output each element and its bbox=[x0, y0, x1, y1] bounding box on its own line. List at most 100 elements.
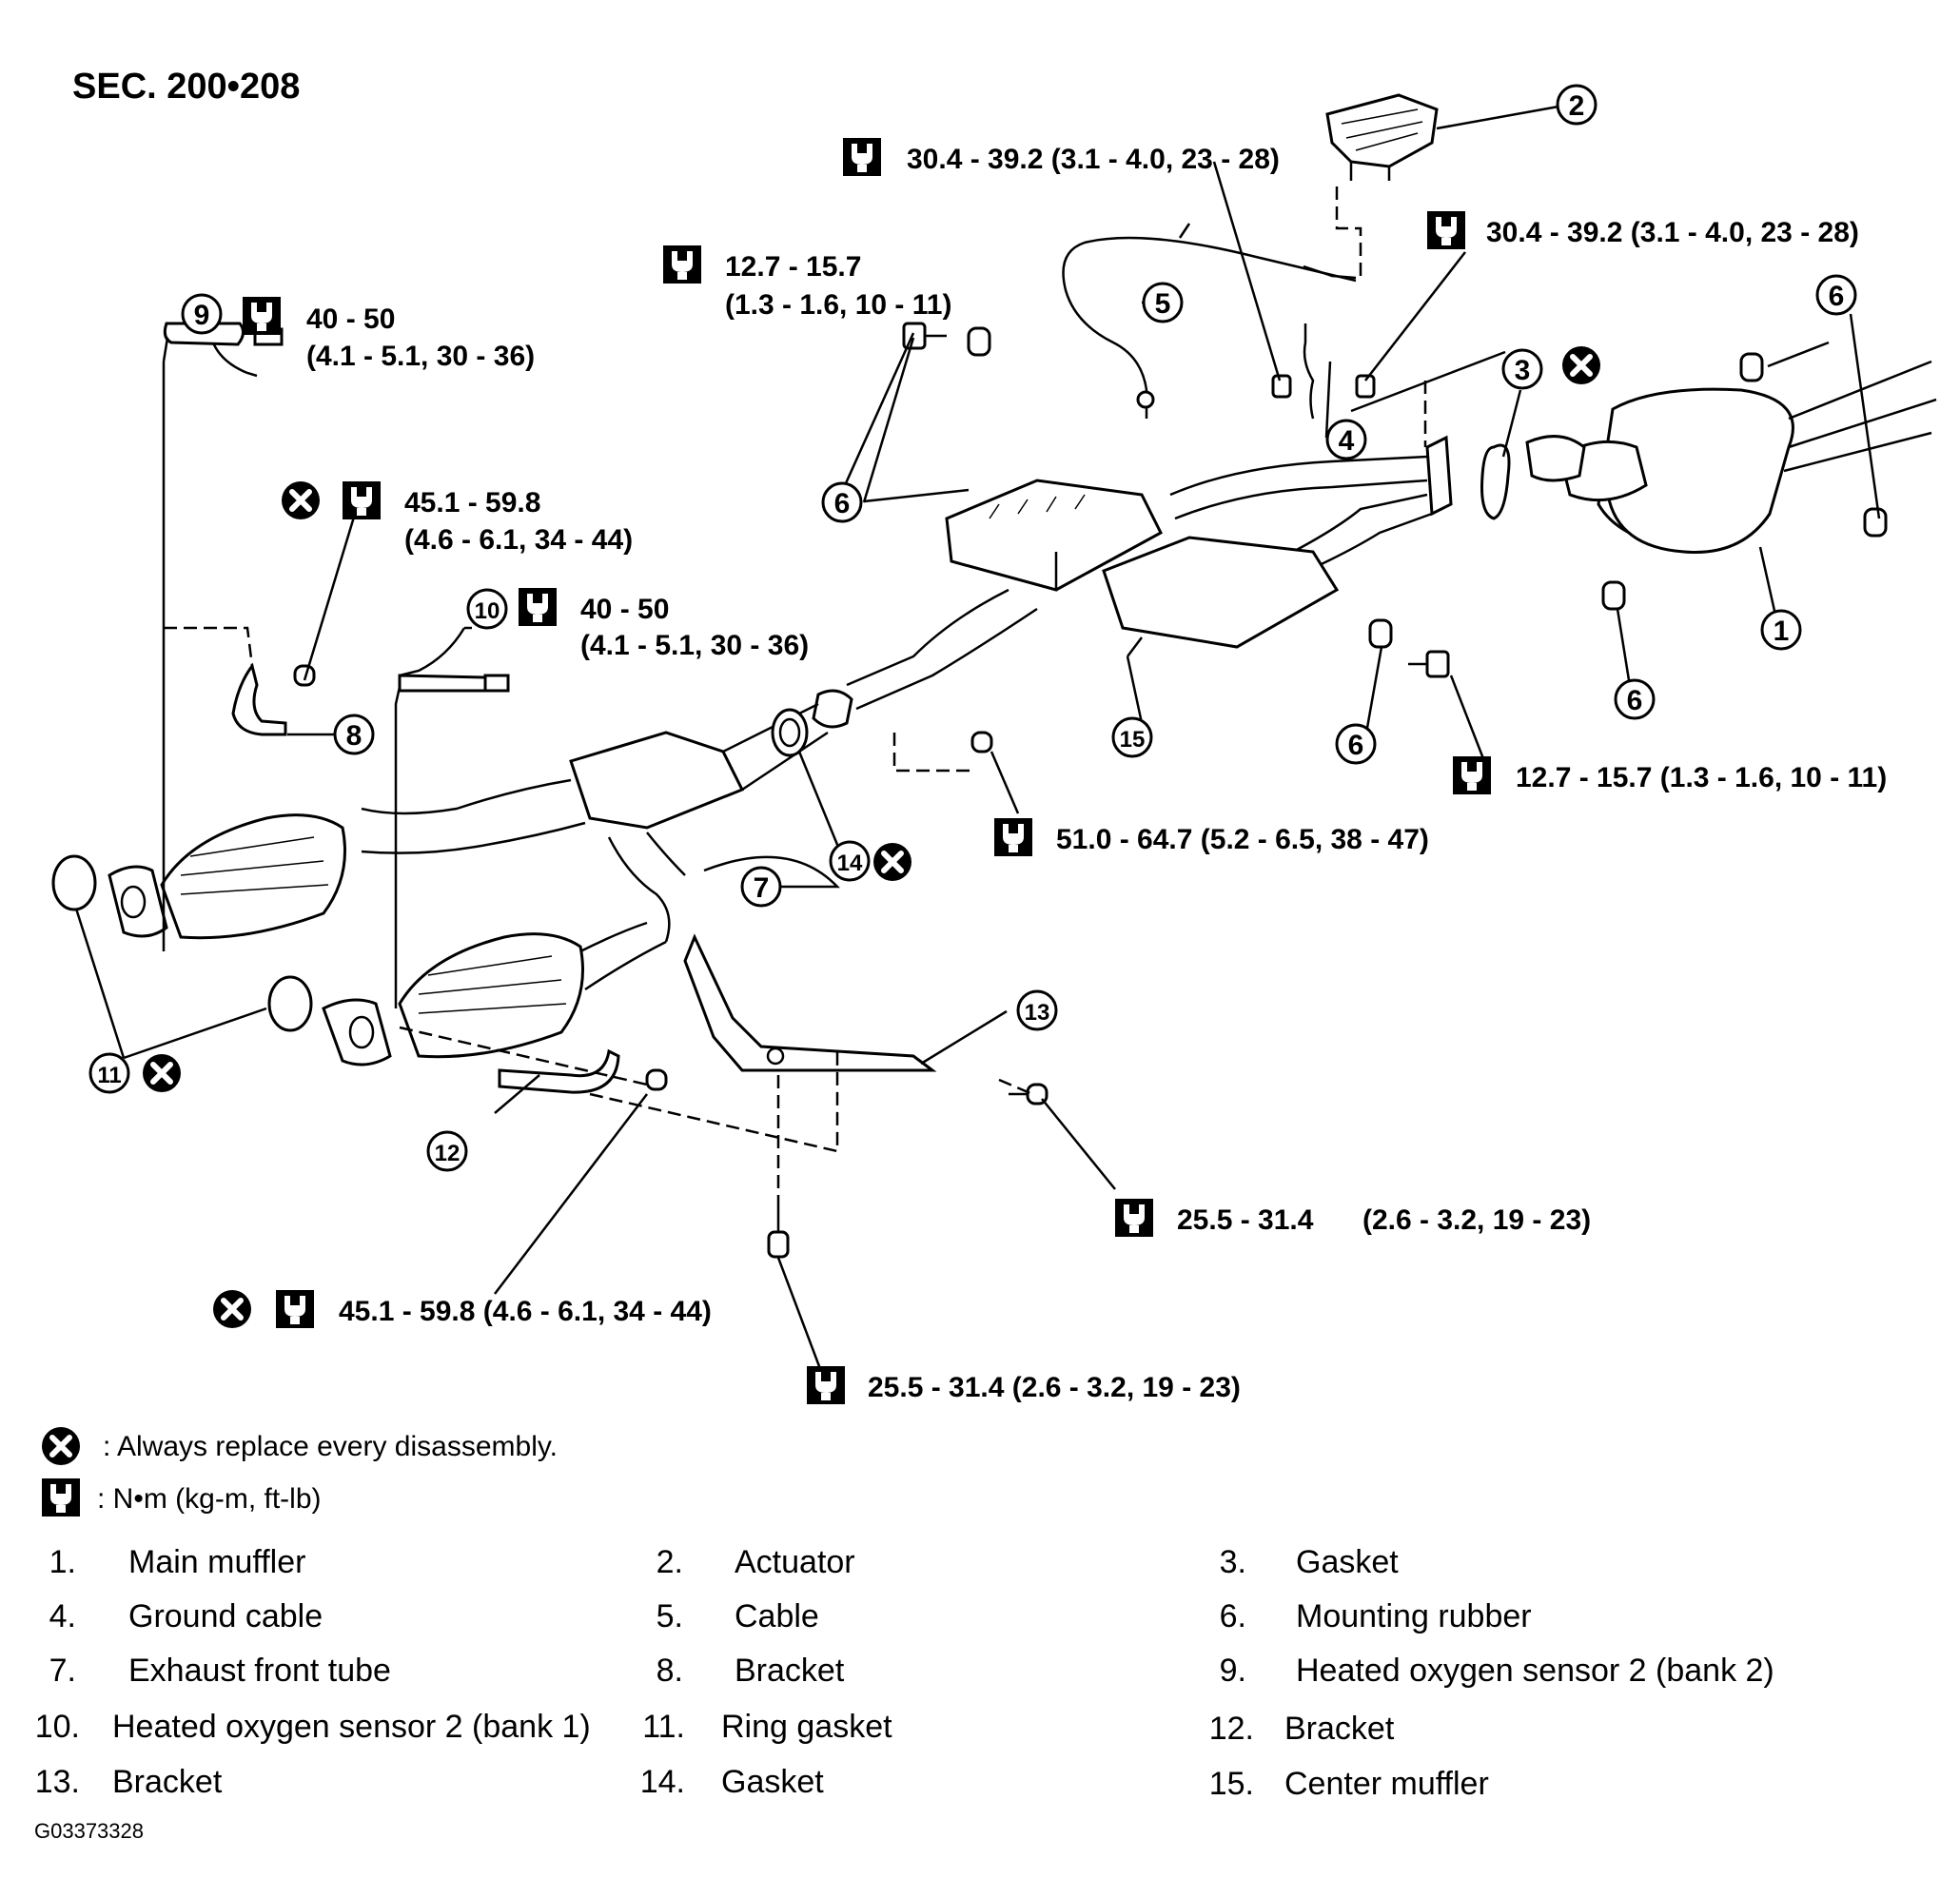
part-name: Bracket bbox=[735, 1653, 845, 1689]
part-name: Bracket bbox=[1284, 1711, 1395, 1747]
torque-wrench-icon bbox=[1427, 211, 1465, 249]
front-catalyst-drawing bbox=[108, 813, 346, 940]
callout-8-label: 8 bbox=[346, 720, 363, 752]
callout-10-label: 10 bbox=[475, 598, 500, 624]
replace-icon bbox=[42, 1427, 80, 1465]
torque-bracket-8-line2: (4.6 - 6.1, 34 - 44) bbox=[404, 524, 633, 556]
callout-8: 8 bbox=[333, 714, 375, 755]
torque-wrench-icon bbox=[276, 1290, 314, 1328]
callout-9-label: 9 bbox=[194, 300, 210, 331]
torque-wrench-icon bbox=[519, 588, 557, 626]
torque-sensor-10-line1: 40 - 50 bbox=[580, 594, 669, 625]
part-name: Heated oxygen sensor 2 (bank 2) bbox=[1296, 1653, 1774, 1689]
center-muffler-drawing bbox=[945, 479, 1340, 649]
callout-4: 4 bbox=[1325, 419, 1367, 460]
torque-wrench-icon bbox=[663, 245, 701, 284]
mounting-rubber-drawing bbox=[1739, 352, 1764, 382]
callout-6-center: 6 bbox=[1335, 723, 1377, 765]
callout-2: 2 bbox=[1556, 84, 1597, 126]
rear-catalyst-drawing bbox=[322, 921, 667, 1066]
parts-list: 1. Main muffler 2. Actuator 3. Gasket 4.… bbox=[35, 1544, 1774, 1802]
torque-wrench-icon bbox=[994, 818, 1032, 856]
torque-sensor-9-line2: (4.1 - 5.1, 30 - 36) bbox=[306, 341, 535, 372]
callout-13-label: 13 bbox=[1025, 1000, 1050, 1026]
torque-sensor-10-line2: (4.1 - 5.1, 30 - 36) bbox=[580, 630, 809, 661]
callout-11-label: 11 bbox=[97, 1063, 121, 1088]
figure-code: G03373328 bbox=[34, 1819, 144, 1843]
callout-11: 11 bbox=[88, 1052, 130, 1094]
part-name: Gasket bbox=[1296, 1544, 1399, 1580]
part-number: 5. bbox=[657, 1598, 683, 1634]
ring-gasket-drawing bbox=[51, 854, 97, 911]
torque-bracket-bolt: 25.5 - 31.4 (2.6 - 3.2, 19 - 23) bbox=[868, 1372, 1241, 1403]
gasket-3-drawing bbox=[1480, 443, 1511, 520]
legend-units-text: : N•m (kg-m, ft-lb) bbox=[97, 1483, 322, 1515]
legend: : Always replace every disassembly. : N•… bbox=[42, 1427, 558, 1516]
callout-6a-label: 6 bbox=[1829, 281, 1845, 312]
callout-14-label: 14 bbox=[837, 851, 863, 876]
part-number: 1. bbox=[49, 1544, 76, 1580]
callout-5: 5 bbox=[1142, 282, 1184, 323]
torque-bracket-12: 45.1 - 59.8 (4.6 - 6.1, 34 - 44) bbox=[339, 1296, 712, 1327]
callout-15-label: 15 bbox=[1120, 727, 1146, 753]
callout-7: 7 bbox=[740, 866, 782, 908]
callout-15: 15 bbox=[1111, 716, 1153, 758]
torque-wrench-icon bbox=[1453, 756, 1491, 794]
bracket-8-drawing bbox=[231, 662, 287, 736]
part-name: Bracket bbox=[112, 1764, 223, 1800]
torque-bracket-13-line2: (2.6 - 3.2, 19 - 23) bbox=[1362, 1204, 1591, 1236]
part-number: 9. bbox=[1220, 1653, 1246, 1689]
torque-wrench-icon bbox=[243, 297, 281, 335]
callout-10: 10 bbox=[466, 588, 508, 630]
callout-12: 12 bbox=[426, 1130, 468, 1172]
callout-6-left: 6 bbox=[821, 481, 863, 523]
torque-bracket-13-line1: 25.5 - 31.4 bbox=[1177, 1204, 1314, 1236]
callout-6-right: 6 bbox=[1614, 678, 1656, 720]
part-name: Gasket bbox=[721, 1764, 824, 1800]
callout-13: 13 bbox=[1016, 989, 1058, 1031]
callout-14: 14 bbox=[829, 840, 871, 882]
leader-lines bbox=[74, 105, 1881, 1390]
torque-actuator-nut: 30.4 - 39.2 (3.1 - 4.0, 23 - 28) bbox=[907, 144, 1280, 175]
fastener-drawings bbox=[293, 322, 1450, 1259]
torque-wrench-icon bbox=[343, 481, 381, 519]
torque-front-tube-nut: 51.0 - 64.7 (5.2 - 6.5, 38 - 47) bbox=[1056, 824, 1429, 855]
replace-icon bbox=[143, 1054, 181, 1092]
callout-3: 3 bbox=[1501, 348, 1543, 390]
part-name: Main muffler bbox=[128, 1544, 305, 1580]
torque-wrench-icon bbox=[42, 1478, 80, 1516]
part-name: Ground cable bbox=[128, 1598, 323, 1634]
part-number: 2. bbox=[657, 1544, 683, 1580]
gasket-14-drawing bbox=[771, 708, 809, 757]
torque-mount-bolt-line2: (1.3 - 1.6, 10 - 11) bbox=[725, 289, 951, 321]
part-number: 8. bbox=[657, 1653, 683, 1689]
part-number: 15. bbox=[1209, 1766, 1254, 1802]
torque-wrench-icon bbox=[807, 1366, 845, 1404]
part-name: Ring gasket bbox=[721, 1709, 892, 1745]
part-number: 6. bbox=[1220, 1598, 1246, 1634]
part-number: 11. bbox=[642, 1709, 685, 1745]
cable-drawing bbox=[1062, 236, 1357, 419]
bracket-12-drawing bbox=[498, 1048, 620, 1094]
replace-icon bbox=[282, 481, 320, 519]
part-name: Center muffler bbox=[1284, 1766, 1489, 1802]
callout-12-label: 12 bbox=[435, 1141, 461, 1166]
torque-ground-nut: 30.4 - 39.2 (3.1 - 4.0, 23 - 28) bbox=[1486, 217, 1859, 248]
callout-1-label: 1 bbox=[1774, 616, 1790, 647]
part-name: Exhaust front tube bbox=[128, 1653, 391, 1689]
bracket-13-drawing bbox=[683, 933, 937, 1072]
torque-wrench-icon bbox=[843, 138, 881, 176]
replace-icon bbox=[873, 843, 911, 881]
ground-cable-drawing bbox=[1303, 323, 1315, 420]
part-name: Actuator bbox=[735, 1544, 855, 1580]
callout-7-label: 7 bbox=[754, 872, 770, 904]
part-number: 12. bbox=[1209, 1711, 1254, 1747]
torque-mount-bolt-line1: 12.7 - 15.7 bbox=[725, 251, 861, 283]
replace-icon bbox=[213, 1290, 251, 1328]
torque-bracket-8-line1: 45.1 - 59.8 bbox=[404, 487, 540, 519]
callout-1: 1 bbox=[1760, 609, 1802, 651]
legend-replace-text: : Always replace every disassembly. bbox=[103, 1431, 558, 1462]
part-number: 10. bbox=[35, 1709, 80, 1745]
callout-5-label: 5 bbox=[1155, 288, 1171, 320]
